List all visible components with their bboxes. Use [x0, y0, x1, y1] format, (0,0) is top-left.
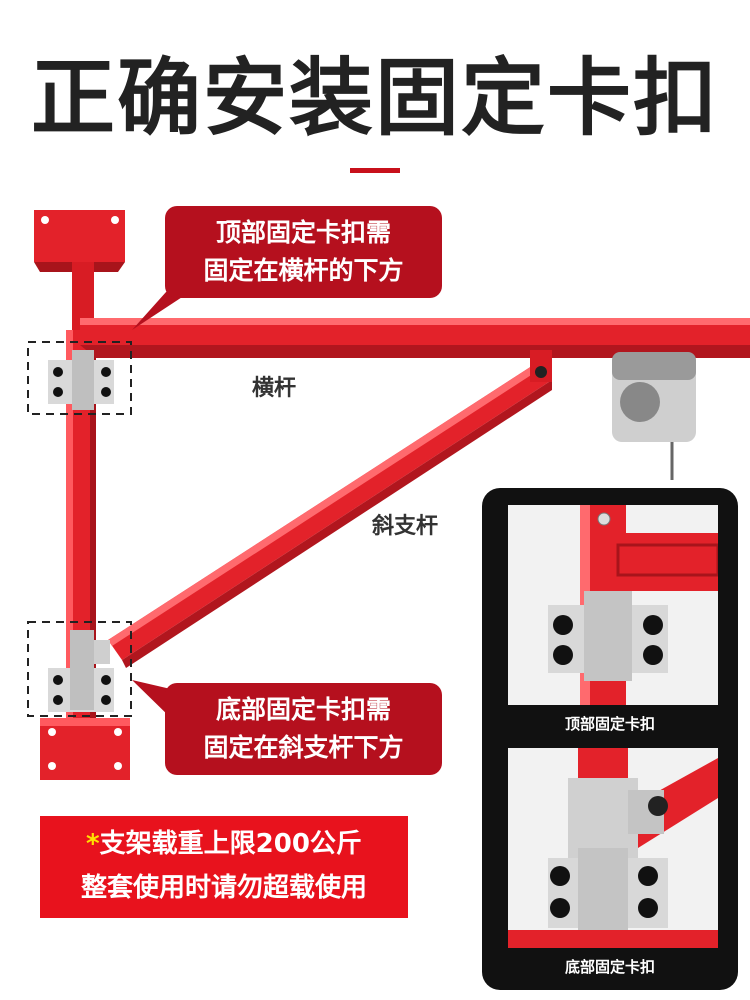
warning-line1: *支架载重上限200公斤: [40, 822, 408, 866]
title-underline: [350, 168, 400, 173]
bottom-clamp-detail-graphic: [508, 748, 718, 948]
warning-star: *: [86, 829, 100, 859]
top-mount-plate: [34, 210, 125, 332]
top-callout-line2: 固定在横杆的下方: [203, 256, 404, 285]
top-callout-line1: 顶部固定卡扣需: [215, 218, 391, 247]
warning-line2: 整套使用时请勿超载使用: [80, 873, 367, 903]
top-clamp: [27, 341, 132, 415]
diagonal-brace: [108, 350, 552, 668]
diagonal-brace-label: 斜支杆: [372, 514, 439, 539]
hoist-motor: [612, 352, 696, 480]
bottom-clamp-callout: 底部固定卡扣需 固定在斜支杆下方: [165, 683, 442, 775]
bottom-clamp-detail-photo: [508, 748, 718, 948]
page-title: 正确安装固定卡扣: [30, 49, 719, 147]
top-clamp-caption: 顶部固定卡扣: [564, 715, 655, 733]
bottom-callout-line1: 底部固定卡扣需: [215, 695, 391, 724]
top-clamp-callout: 顶部固定卡扣需 固定在横杆的下方: [165, 206, 442, 298]
bottom-clamp: [27, 621, 132, 717]
bottom-callout-line2: 固定在斜支杆下方: [203, 733, 404, 762]
warning-line1-text: 支架载重上限200公斤: [99, 829, 362, 859]
load-warning-box: *支架载重上限200公斤 整套使用时请勿超载使用: [40, 816, 408, 918]
top-clamp-detail-photo: [508, 505, 718, 705]
bottom-clamp-caption: 底部固定卡扣: [564, 958, 655, 976]
crossbar: [80, 318, 750, 358]
crossbar-label: 横杆: [252, 376, 297, 401]
bottom-mount-plate: [40, 718, 130, 780]
bottom-callout-pointer: [132, 680, 175, 722]
top-clamp-detail-graphic: [548, 505, 718, 705]
